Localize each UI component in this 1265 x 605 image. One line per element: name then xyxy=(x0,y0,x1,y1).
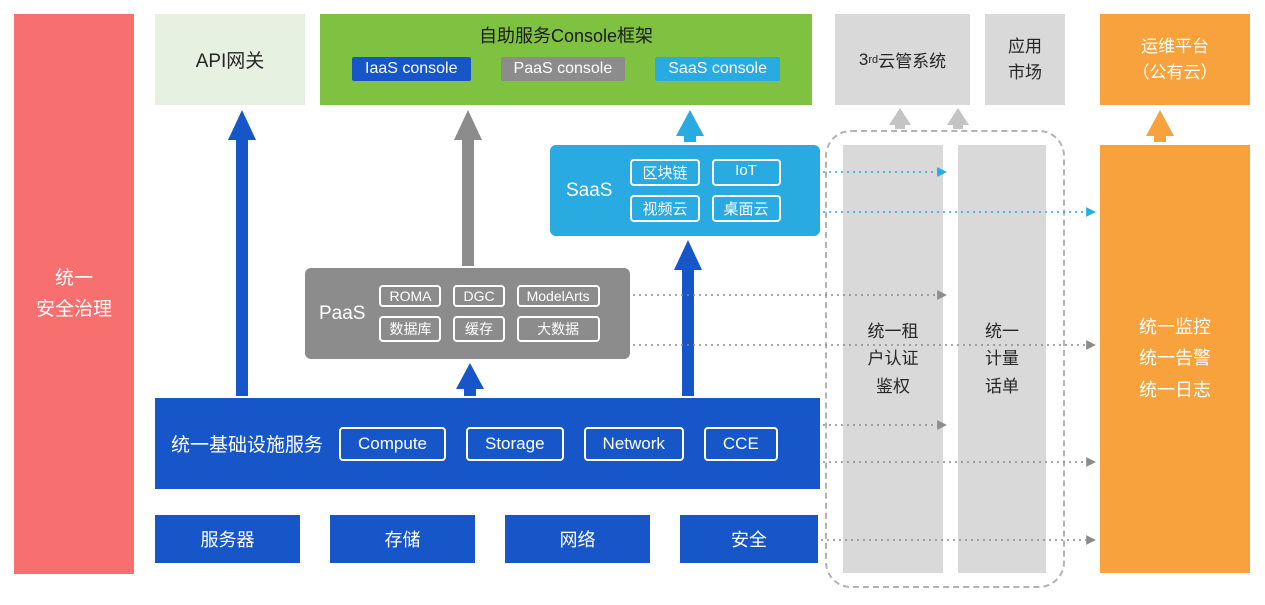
arrow-saas-to-console xyxy=(676,110,704,142)
arrow-paas-to-console xyxy=(454,110,482,266)
infrastructure-chips: Compute Storage Network CCE xyxy=(339,426,778,461)
api-gateway-box: API网关 xyxy=(155,14,305,105)
tenant-auth-bar: 统一租 户认证 鉴权 xyxy=(843,145,943,573)
paas-chip-bigdata: 大数据 xyxy=(516,316,600,342)
paas-chip-cache: 缓存 xyxy=(453,316,505,342)
hardware-box-storage: 存储 xyxy=(330,515,475,563)
saas-console-button: SaaS console xyxy=(655,57,780,81)
monitoring-bar: 统一监控 统一告警 统一日志 xyxy=(1100,145,1250,573)
paas-chip-modelarts: ModelArts xyxy=(516,285,600,307)
hardware-box-server: 服务器 xyxy=(155,515,300,563)
paas-chip-database: 数据库 xyxy=(379,316,442,342)
metering-bar: 统一 计量 话单 xyxy=(958,145,1046,573)
infra-chip-cce: CCE xyxy=(703,426,778,461)
third-party-suffix: 云管系统 xyxy=(878,52,947,71)
om-platform-box: 运维平台 （公有云） xyxy=(1100,14,1250,105)
infra-chip-network: Network xyxy=(583,426,684,461)
infra-chip-storage: Storage xyxy=(466,426,564,461)
console-buttons-row: IaaS console PaaS console SaaS console xyxy=(352,57,780,81)
paas-chip-dgc: DGC xyxy=(453,285,505,307)
paas-chips: ROMA DGC ModelArts 数据库 缓存 大数据 xyxy=(379,285,600,342)
console-framework-title: 自助服务Console框架 xyxy=(478,26,654,46)
saas-chip-desktop-cloud: 桌面云 xyxy=(711,195,781,222)
infra-chip-compute: Compute xyxy=(339,426,446,461)
saas-chip-iot: IoT xyxy=(711,159,781,186)
saas-chip-blockchain: 区块链 xyxy=(630,159,700,186)
third-party-prefix: 3 xyxy=(858,49,869,69)
iaas-console-button: IaaS console xyxy=(352,57,471,81)
paas-chip-roma: ROMA xyxy=(379,285,442,307)
arrow-infra-to-saas xyxy=(674,240,702,396)
saas-chip-video-cloud: 视频云 xyxy=(630,195,700,222)
paas-layer-box: PaaS ROMA DGC ModelArts 数据库 缓存 大数据 xyxy=(305,268,630,359)
infrastructure-label: 统一基础设施服务 xyxy=(171,435,324,456)
arrow-auth-to-third-party xyxy=(889,108,911,129)
arrow-infra-to-api-gateway xyxy=(228,110,256,396)
saas-layer-box: SaaS 区块链 IoT 视频云 桌面云 xyxy=(550,145,820,236)
saas-chips: 区块链 IoT 视频云 桌面云 xyxy=(630,159,781,222)
saas-label: SaaS xyxy=(566,179,613,201)
hardware-box-security: 安全 xyxy=(680,515,818,563)
hardware-box-network: 网络 xyxy=(505,515,650,563)
console-framework-box: 自助服务Console框架 IaaS console PaaS console … xyxy=(320,14,812,105)
arrow-infra-to-paas xyxy=(456,363,484,396)
arrow-monitor-to-om-platform xyxy=(1146,110,1174,142)
app-market-box: 应用 市场 xyxy=(985,14,1065,105)
infrastructure-bar: 统一基础设施服务 Compute Storage Network CCE xyxy=(155,398,820,489)
arrow-metering-to-app-market xyxy=(947,108,969,129)
tenant-services-dashed-frame xyxy=(825,130,1065,588)
security-governance-bar: 统一 安全治理 xyxy=(14,14,134,574)
paas-console-button: PaaS console xyxy=(500,57,626,81)
paas-label: PaaS xyxy=(319,302,366,324)
